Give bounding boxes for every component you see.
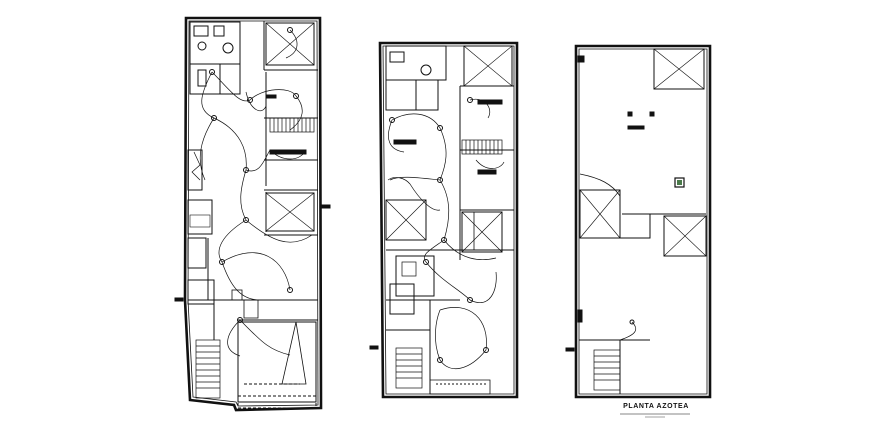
plan3-outer-wall — [574, 44, 712, 399]
plan3-water-tank — [674, 177, 685, 188]
plan1-stairs-1 — [269, 117, 315, 133]
plan1-inner-wall — [187, 20, 319, 407]
plan3-skylight-1 — [653, 48, 705, 90]
plan2-electrical-circuits — [387, 98, 505, 369]
plan2-stairs-2 — [395, 347, 423, 389]
plan2-skylight-1 — [463, 45, 513, 87]
floor-plan-rooftop — [565, 44, 712, 399]
plan1-bathroom — [189, 21, 241, 65]
plan1-skylight-1 — [265, 22, 315, 66]
floor-plan-upper — [369, 41, 519, 399]
plan2-balcony — [429, 379, 491, 395]
plan3-stairs — [593, 349, 621, 391]
plan3-skylight-2 — [579, 189, 621, 239]
plan-caption: PLANTA AZOTEA — [623, 403, 689, 410]
plan1-light-points — [209, 27, 299, 323]
plan2-outer-wall — [378, 41, 519, 399]
plan1-electrical-circuits — [199, 29, 313, 357]
plan1-outer-wall — [183, 16, 323, 412]
plan1-garage — [237, 321, 317, 403]
plan1-stairs-2 — [195, 339, 221, 399]
plan3-skylight-3 — [663, 215, 707, 257]
plan2-skylight-3 — [461, 211, 503, 253]
plan3-inner-wall — [578, 48, 708, 395]
plan1-skylight-2 — [265, 192, 315, 232]
floor-plan-ground — [174, 16, 331, 412]
plan2-skylight-2 — [385, 199, 427, 241]
plan2-light-points — [389, 97, 489, 363]
plan2-stairs-1 — [461, 139, 503, 155]
